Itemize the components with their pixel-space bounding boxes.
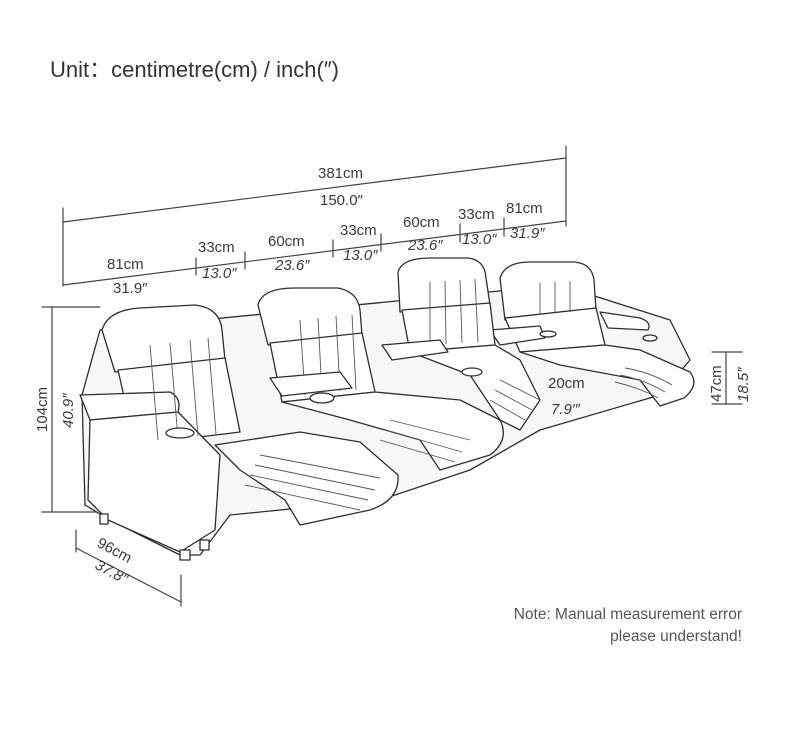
console-1-cm: 33cm xyxy=(198,239,235,256)
console-2 xyxy=(381,339,449,361)
seat-height-in: 18.5″ xyxy=(735,367,752,402)
sofa-leg xyxy=(199,539,210,551)
height-in: 40.9″ xyxy=(60,393,77,428)
headrest xyxy=(397,257,491,313)
console-3-in: 13.0″ xyxy=(462,231,497,248)
footrest xyxy=(519,344,695,407)
seat-height-cm: 47cm xyxy=(708,365,725,402)
total-width-in: 150.0″ xyxy=(320,192,364,209)
console-2-cm: 33cm xyxy=(340,222,377,239)
middle-seat-1-in: 23.6″ xyxy=(274,257,310,274)
console-1 xyxy=(269,371,353,397)
console-3-cm: 33cm xyxy=(458,206,495,223)
sofa-leg xyxy=(179,549,191,561)
seat-right-in: 31.9″ xyxy=(510,225,545,242)
seat-left-cm: 81cm xyxy=(107,256,144,273)
seat-middle-2 xyxy=(397,257,541,431)
note-line-2: please understand! xyxy=(610,628,742,645)
total-width-line xyxy=(62,157,567,223)
cup-holder xyxy=(539,330,557,338)
footrest xyxy=(281,391,504,471)
cup-holder xyxy=(461,367,483,377)
seat-left xyxy=(79,304,399,553)
clearance-in: 7.9′″ xyxy=(551,401,581,418)
middle-seat-2-in: 23.6″ xyxy=(407,237,443,254)
cup-holder xyxy=(309,392,335,404)
sofa-sketch xyxy=(79,257,695,561)
middle-seat-1-cm: 60cm xyxy=(268,233,305,250)
console-3 xyxy=(489,325,546,346)
note: Note: Manual measurement error please un… xyxy=(514,604,742,648)
cup-holder xyxy=(165,427,195,439)
clearance-cm: 20cm xyxy=(548,375,585,392)
side-panel xyxy=(87,411,221,553)
headrest xyxy=(101,304,226,373)
note-line-1: Note: Manual measurement error xyxy=(513,606,742,623)
headrest xyxy=(499,261,597,321)
unit-title: Unit：centimetre(cm) / inch(″) xyxy=(50,57,339,82)
depth-line xyxy=(75,547,182,603)
cup-holder xyxy=(642,334,658,342)
middle-seat-2-cm: 60cm xyxy=(403,214,440,231)
console-1-in: 13.0″ xyxy=(202,265,237,282)
console-2-in: 13.0″ xyxy=(343,247,378,264)
seat-right xyxy=(499,261,695,407)
height-cm: 104cm xyxy=(34,387,51,432)
headrest xyxy=(257,287,363,346)
seat-right-cm: 81cm xyxy=(506,200,543,217)
total-width-cm: 381cm xyxy=(318,165,363,182)
seat-left-in: 31.9″ xyxy=(113,280,148,297)
armrest xyxy=(599,311,650,331)
segment-line xyxy=(62,220,567,286)
footrest xyxy=(409,344,541,431)
sofa-leg xyxy=(99,513,109,525)
